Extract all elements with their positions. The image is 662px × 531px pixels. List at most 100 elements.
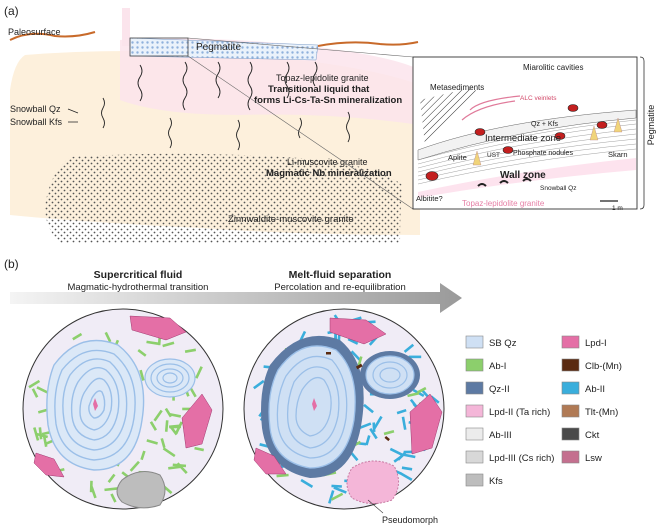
mineral-lath xyxy=(110,493,117,503)
alc-veinlet-2 xyxy=(461,100,516,121)
snowball-qz-label: Snowball Qz xyxy=(10,104,61,114)
legend-label: Lpd-III (Cs rich) xyxy=(489,453,554,464)
mineral-lath xyxy=(129,460,140,472)
legend-label: Ckt xyxy=(585,430,600,441)
metasediments-label: Metasediments xyxy=(430,83,484,92)
snowball-qz-right xyxy=(268,345,356,469)
scale-label: 1 m xyxy=(612,205,623,212)
inset-connector-bottom xyxy=(187,55,414,210)
mineral-lath xyxy=(383,430,395,436)
pseudomorph-label: Pseudomorph xyxy=(382,515,438,525)
pegmatite-stem xyxy=(122,8,130,46)
supercritical-thin-section xyxy=(22,308,224,510)
albitite-label: Albitite? xyxy=(416,194,443,203)
mineral-lath xyxy=(402,453,416,459)
mineral-lath xyxy=(107,473,116,483)
topaz-granite-label: Topaz-lepidolite granite xyxy=(276,73,369,83)
legend-label: Ab-I xyxy=(489,361,506,372)
mineral-lath xyxy=(389,447,403,456)
mineral-lath xyxy=(36,432,49,439)
legend-swatch xyxy=(465,358,484,372)
mineral-lath xyxy=(350,350,361,361)
pegmatite-inset: Miarolitic cavities Metasediments ALC ve… xyxy=(412,56,638,212)
paleosurface-line-left xyxy=(9,31,96,41)
mineral-lath xyxy=(399,472,413,482)
paleosurface-label: Paleosurface xyxy=(8,27,61,37)
inset-locator xyxy=(129,37,189,57)
legend-swatch xyxy=(465,335,484,349)
mineral-lath xyxy=(31,388,39,398)
inset-topaz-label: Topaz-lepidolite granite xyxy=(462,199,545,208)
snowball-kfs-label: Snowball Kfs xyxy=(10,117,63,127)
mineral-lath xyxy=(328,490,335,504)
mineral-lath xyxy=(330,492,344,501)
aplite-label: Aplite xyxy=(448,153,467,162)
legend-label: SB Qz xyxy=(489,338,517,349)
ust-label: UST xyxy=(487,152,500,159)
mineral-lath xyxy=(149,421,158,431)
legend-swatch xyxy=(561,427,580,441)
alc-veinlets-label: ALC veinlets xyxy=(520,95,557,102)
mineral-lath xyxy=(36,386,50,395)
right-title: Melt-fluid separation xyxy=(289,269,392,281)
legend-label: Kfs xyxy=(489,476,503,487)
legend-swatch xyxy=(561,335,580,349)
legend-label: Ab-II xyxy=(585,384,605,395)
inset-connector-top xyxy=(187,37,414,58)
snowball-qz-small xyxy=(144,358,196,398)
mineral-lath xyxy=(146,439,158,445)
mineral-lath xyxy=(182,407,194,411)
legend-label: Qz-II xyxy=(489,384,510,395)
mineral-lath xyxy=(164,420,169,432)
mineral-lath xyxy=(333,486,347,494)
mineral-lath xyxy=(168,465,181,470)
legend-swatch xyxy=(561,381,580,395)
mineral-lath xyxy=(89,480,93,493)
mineral-lath xyxy=(417,386,427,394)
mineral-lath xyxy=(396,408,407,415)
right-subtitle: Percolation and re-equilibration xyxy=(274,282,406,293)
mineral-lath xyxy=(164,407,173,418)
mineral-lath xyxy=(397,451,407,461)
mineral-lath xyxy=(357,356,363,367)
mineral-lath xyxy=(184,348,197,353)
pegmatite-label: Pegmatite xyxy=(196,42,241,53)
mineral-lath xyxy=(195,366,203,379)
alc-veinlet xyxy=(469,95,521,111)
mineral-lath xyxy=(162,341,175,348)
mineral-lath xyxy=(33,427,40,441)
mineral-lath xyxy=(407,391,420,398)
lpd-ii-core-right xyxy=(312,398,317,411)
ust-crystals xyxy=(472,117,623,166)
mineral-lath xyxy=(401,416,407,430)
legend-label: Tlt-(Mn) xyxy=(585,407,618,418)
metasediments-hatch xyxy=(420,88,480,145)
mineral-lath xyxy=(300,478,314,488)
inset-snowball-label: Snowball Qz xyxy=(540,185,577,192)
mineral-lath xyxy=(253,379,265,390)
mineral-lath xyxy=(137,349,147,357)
mineral-lath xyxy=(72,332,83,341)
mineral-lath xyxy=(160,438,166,448)
legend-swatch xyxy=(561,450,580,464)
zinnwaldite-label: Zinnwaldite-muscovite granite xyxy=(228,214,354,225)
mineral-lath xyxy=(139,369,145,381)
magmatic-nb-label: Magmatic Nb mineralization xyxy=(266,168,392,179)
transitional-label-2: forms Li-Cs-Ta-Sn mineralization xyxy=(254,95,402,106)
mineral-lath xyxy=(153,409,163,422)
mineral-lath xyxy=(408,355,422,359)
mineral-lath xyxy=(104,331,112,343)
mineral-lath xyxy=(28,379,41,389)
pseudomorph-pointer xyxy=(367,499,384,514)
paleosurface-line-right xyxy=(317,41,419,47)
pseudomorph-grain xyxy=(346,460,399,504)
panel-a-label: (a) xyxy=(4,4,19,18)
legend-label: Lpd-I xyxy=(585,338,607,349)
mineral-lath xyxy=(168,412,182,418)
mineral-lath xyxy=(347,337,359,345)
mineral-lath xyxy=(140,450,146,461)
wall-zone-crystals xyxy=(477,178,532,187)
legend-label: Clb-(Mn) xyxy=(585,361,622,372)
left-subtitle: Magmatic-hydrothermal transition xyxy=(68,282,209,293)
